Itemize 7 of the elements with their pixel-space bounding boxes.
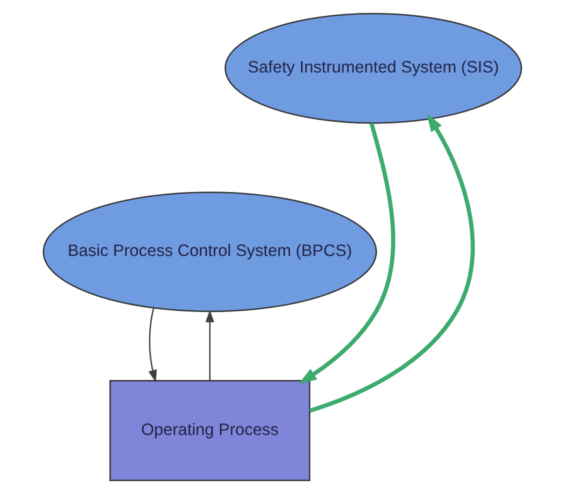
arrow (298, 122, 396, 384)
arrow (206, 310, 214, 380)
node-box: Operating Process (109, 380, 310, 482)
arrow (148, 308, 157, 382)
node-ellipse: Basic Process Control System (BPCS) (42, 192, 377, 312)
node-ellipse: Safety Instrumented System (SIS) (224, 12, 522, 124)
arrow (309, 114, 475, 413)
